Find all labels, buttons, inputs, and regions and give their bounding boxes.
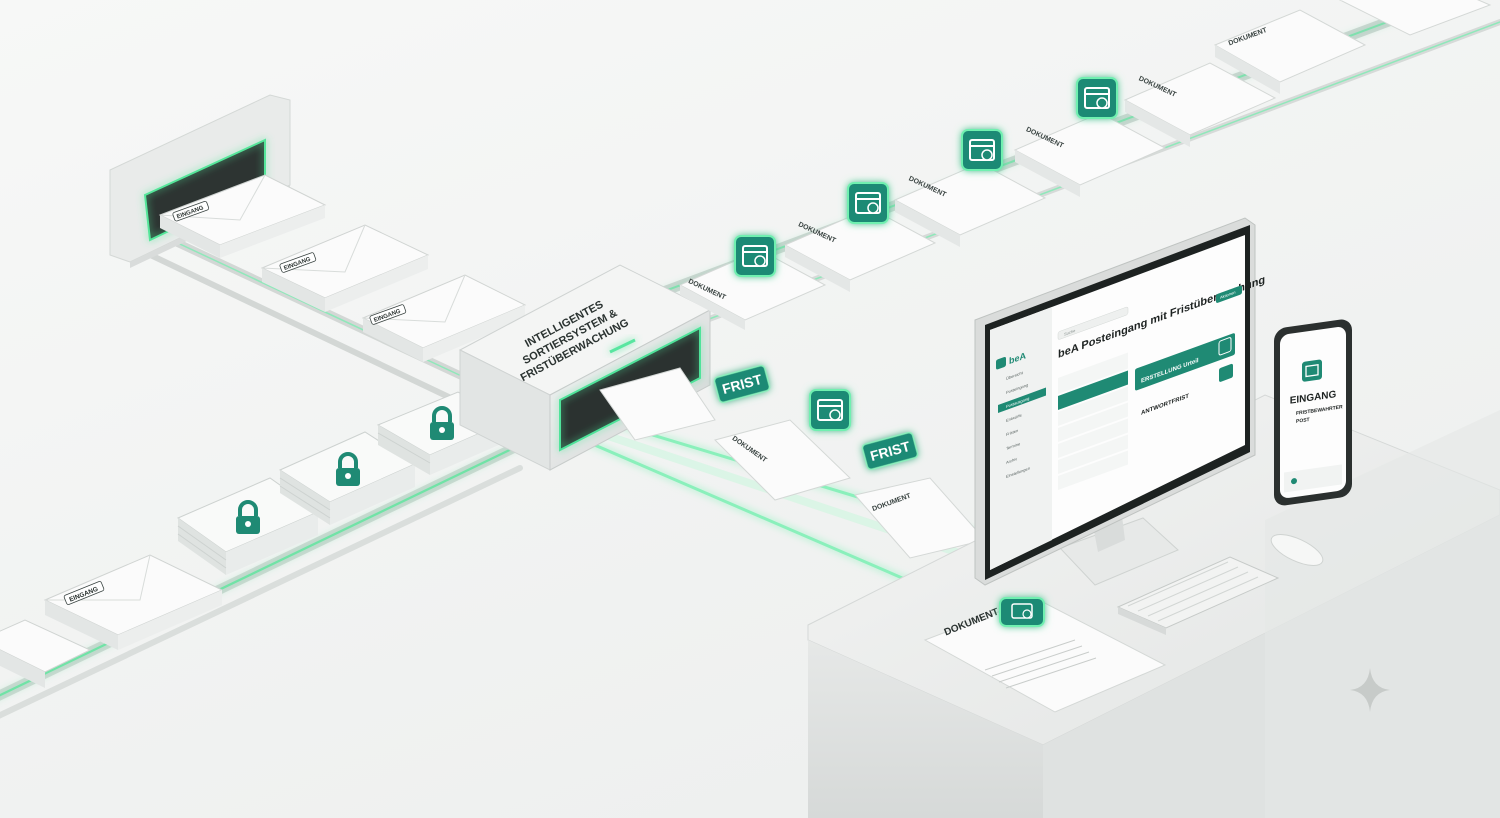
document-3: DOKUMENT [893,162,1047,247]
calendar-badges-upper [734,77,1118,277]
lock-icon [336,452,360,486]
sorting-machine: INTELLIGENTES SORTIERSYSTEM & FRISTÜBERW… [458,264,712,471]
list-item[interactable] [1058,418,1128,458]
envelope-stack-4: EINGANG [43,554,224,650]
frist-tag-2: FRIST [861,431,919,471]
list-item[interactable] [1058,450,1128,490]
lock-icon [430,406,454,440]
document-5: DOKUMENT [1123,62,1277,147]
calendar-icon [961,129,1003,171]
sidebar-item[interactable]: Archiv [1006,456,1018,465]
mouse[interactable] [1267,528,1327,572]
calendar-icon [847,182,889,224]
calendar-icon [1076,77,1118,119]
phone-screen [1280,327,1346,498]
envelope-stack-1: EINGANG [158,174,327,258]
actions-button[interactable] [1216,285,1242,303]
calendar-icon [809,389,851,431]
document-7 [1338,0,1492,36]
document-out-1 [599,367,716,441]
document-1: DOKUMENT [678,249,827,330]
monitor: beA Übersicht Posteingang Postausgang En… [974,217,1265,586]
list-item[interactable] [1058,352,1128,394]
calendar-icon [1219,363,1233,382]
list-item[interactable] [1058,386,1128,426]
phone-line2: POST [1296,417,1311,425]
envelope-stack-3: EINGANG [361,274,527,362]
envelope-stack-2: EINGANG [260,224,430,312]
app-sidebar [990,307,1052,570]
locked-document-stack-1 [176,477,320,575]
home-icon[interactable] [1291,478,1297,485]
actions-button-label: Aktionen [1220,289,1236,300]
sidebar-item[interactable]: Übersicht [1006,370,1024,381]
calendar-icon [1218,337,1232,356]
deadline-card[interactable] [1135,333,1235,391]
phone-tab-bar[interactable] [1284,464,1342,493]
document-6: DOKUMENT [1213,9,1367,94]
document-out-2: DOKUMENT [714,419,851,501]
smartphone: EINGANG FRISTBEWAHRTER POST [1274,319,1352,506]
sidebar-item-active[interactable] [998,387,1046,413]
message-list [1058,352,1128,490]
sidebar-item[interactable]: Fristen [1006,428,1019,438]
document-4: DOKUMENT [1013,112,1167,197]
sidebar-item[interactable]: Termine [1006,441,1021,451]
search-placeholder: Suche [1064,328,1076,337]
locked-document-stack-2 [278,431,417,525]
list-item[interactable] [1058,434,1128,474]
document-row-upper: DOKUMENT DOKUMENT DOKUMENT DOKUMENT DOKU… [678,0,1492,330]
keyboard[interactable] [1116,556,1280,635]
calendar-icon [734,235,776,277]
document-2: DOKUMENT [783,207,937,292]
document-row-output: DOKUMENT DOKUMENT [599,367,986,559]
envelope-stack-5 [0,619,92,688]
list-item[interactable] [1058,402,1128,442]
sparkle-icon [1350,668,1390,712]
calendar-icon [999,597,1045,627]
calendar-icon [1302,359,1322,382]
list-item-active[interactable] [1058,370,1128,410]
frist-tag-1: FRIST [713,364,771,404]
sidebar-item[interactable]: Entwürfe [1006,412,1022,423]
search-input[interactable] [1057,306,1129,340]
lock-icon [236,500,260,534]
